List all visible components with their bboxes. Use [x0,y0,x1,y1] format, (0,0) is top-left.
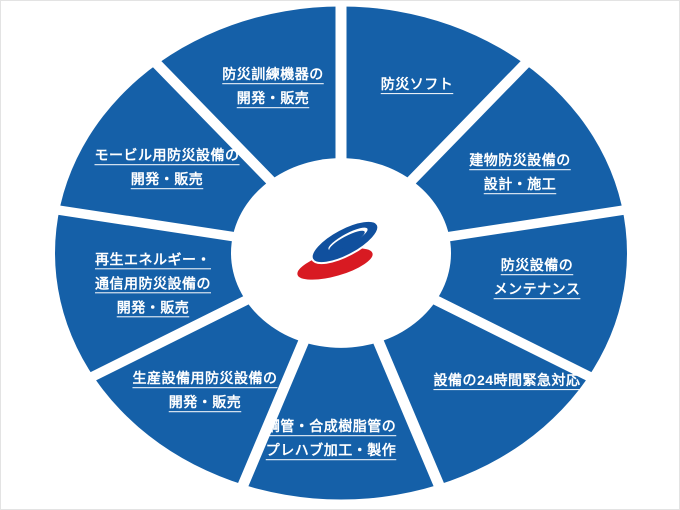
logo-blue-inner-icon [329,230,365,252]
segment-label-bousai-setsubi-maintenance: 防災設備の メンテナンス [494,254,581,302]
segment-label-line: 建物防災設備の [469,152,571,169]
segment-label-line: 防災ソフト [380,76,454,93]
segment-label-bousai-kunren-kiki: 防災訓練機器の 開発・販売 [222,63,324,111]
segment-label-line: 通信用防災設備の [95,275,211,292]
segment-label-saisei-energy-tsushin: 再生エネルギー・ 通信用防災設備の 開発・販売 [95,248,211,319]
segment-label-bousai-soft: 防災ソフト [381,73,454,97]
segment-label-line: 防災訓練機器の [222,66,324,83]
segment-label-line: 開発・販売 [168,394,242,410]
segment-label-line: 設備の24時間緊急対応 [433,372,581,389]
segment-label-line: メンテナンス [493,281,581,297]
segment-label-mobile-bousai-setsubi: モービル用防災設備の 開発・販売 [95,144,240,192]
segment-label-line: 生産設備用防災設備の [132,370,278,387]
segment-label-line: 鋼管・合成樹脂管の [265,418,397,435]
segment-label-setsubi-24h-kinkyu-taiou: 設備の24時間緊急対応 [433,369,580,393]
segment-label-koukan-prefab: 鋼管・合成樹脂管の プレハブ加工・製作 [266,415,397,463]
segment-label-line: 防災設備の [500,257,574,274]
segment-label-line: モービル用防災設備の [94,147,240,164]
segment-label-line: 再生エネルギー・ [95,251,211,268]
segment-label-line: 設計・施工 [483,176,557,192]
segment-label-tatemono-bousai-setsubi: 建物防災設備の 設計・施工 [469,149,571,197]
segment-label-line: プレハブ加工・製作 [265,442,397,458]
segment-label-line: 開発・販売 [116,298,190,315]
segment-label-line: 開発・販売 [236,90,310,106]
segment-label-seisan-setsubi: 生産設備用防災設備の 開発・販売 [133,367,278,415]
segment-label-line: 開発・販売 [130,171,204,187]
center-logo [295,219,380,282]
